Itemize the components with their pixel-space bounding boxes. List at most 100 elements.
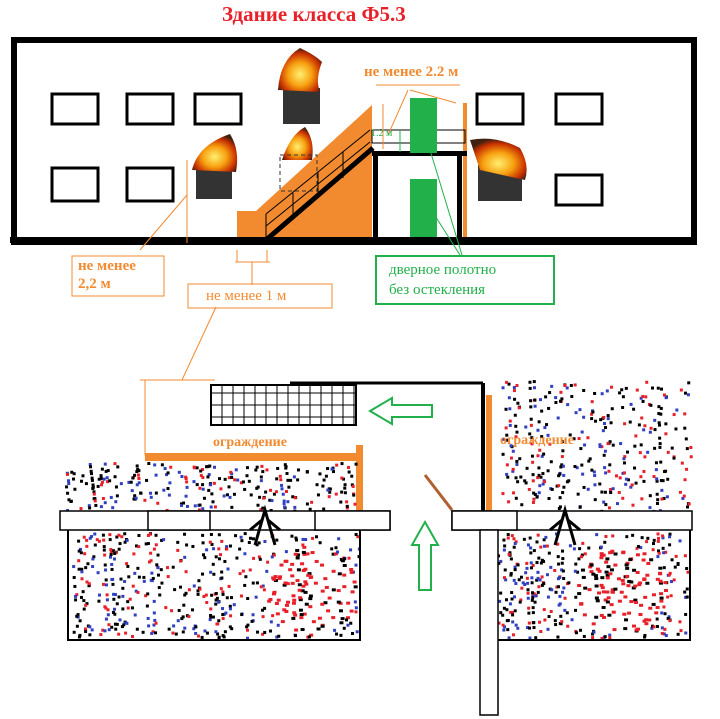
particle (625, 535, 629, 539)
particle (202, 553, 206, 557)
particle (514, 623, 518, 627)
particle (587, 546, 591, 550)
particle (533, 492, 537, 496)
particle (245, 628, 249, 632)
orange-post (463, 103, 467, 240)
particle (167, 627, 171, 631)
particle (244, 575, 248, 579)
particle (101, 628, 105, 632)
particle (578, 547, 582, 551)
particle (308, 597, 313, 601)
particle (308, 575, 313, 579)
particle (220, 539, 224, 543)
particle (350, 483, 354, 487)
particle (513, 397, 517, 401)
particle (255, 486, 259, 490)
particle (87, 584, 91, 588)
particle (337, 537, 341, 541)
particle (618, 391, 622, 395)
particle (99, 476, 103, 480)
particle (599, 545, 603, 549)
particle (225, 596, 229, 600)
particle (169, 465, 173, 469)
particle (528, 386, 532, 390)
particle (240, 613, 244, 617)
particle (588, 457, 592, 461)
particle (301, 537, 305, 541)
particle (678, 620, 682, 624)
particle (179, 502, 183, 506)
particle (109, 550, 113, 554)
particle (590, 400, 594, 404)
particle (331, 569, 336, 573)
particle (577, 437, 581, 441)
particle (658, 445, 662, 449)
particle (79, 551, 83, 555)
particle (291, 495, 295, 499)
particle (557, 474, 561, 478)
particle (86, 562, 90, 566)
particle (639, 443, 643, 447)
particle (300, 589, 305, 593)
particle (615, 474, 619, 478)
particle (644, 395, 648, 399)
particle (639, 603, 644, 607)
particle (274, 490, 278, 494)
particle (111, 582, 115, 586)
particle (599, 418, 603, 422)
particle (527, 611, 531, 615)
particle (72, 630, 76, 634)
particle (522, 537, 526, 541)
particle (651, 548, 655, 552)
particle (574, 595, 578, 599)
particle (560, 561, 564, 565)
particle (99, 474, 103, 478)
particle (335, 632, 339, 636)
particle (286, 478, 290, 482)
particle (69, 499, 73, 503)
particle (608, 572, 613, 576)
particle (658, 566, 663, 570)
particle (73, 584, 77, 588)
particle (206, 475, 210, 479)
label-left-min-2: 2,2 м (78, 276, 111, 292)
particle (505, 608, 509, 612)
particle (154, 473, 158, 477)
particle (291, 616, 296, 620)
particle (560, 463, 564, 467)
particle (283, 581, 288, 585)
particle (345, 506, 349, 510)
particle (252, 556, 256, 560)
particle (101, 533, 105, 537)
particle (97, 593, 101, 597)
particle (228, 544, 232, 548)
particle (621, 551, 626, 555)
particle (539, 629, 543, 633)
particle (91, 557, 95, 561)
particle (292, 598, 297, 602)
particle (577, 557, 581, 561)
particle (624, 563, 629, 567)
particle (683, 426, 687, 430)
particle (656, 555, 660, 559)
particle (546, 595, 550, 599)
particle (679, 629, 683, 633)
particle (587, 588, 592, 592)
particle (113, 612, 117, 616)
particle (581, 472, 585, 476)
particle (87, 504, 91, 508)
particle (603, 598, 608, 602)
particle (322, 507, 326, 511)
particle (81, 590, 85, 594)
particle (668, 571, 672, 575)
particle (331, 552, 336, 556)
particle (531, 500, 535, 504)
particle (214, 555, 218, 559)
particle (127, 480, 131, 484)
particle (210, 492, 214, 496)
particle (635, 546, 639, 550)
particle (676, 632, 680, 636)
particle (512, 389, 516, 393)
particle (183, 532, 187, 536)
particle (111, 506, 115, 510)
